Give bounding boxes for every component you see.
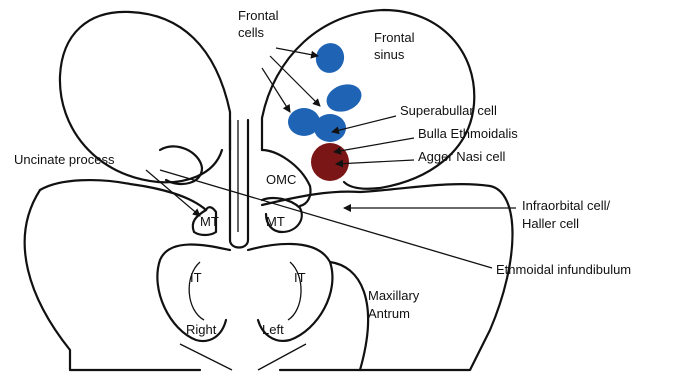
label-maxillary-antrum-2: Antrum — [368, 306, 410, 321]
label-it-right: IT — [190, 270, 202, 285]
label-mt-right: MT — [200, 214, 219, 229]
left-nasal-floor — [258, 344, 306, 370]
frontal-cell-4 — [314, 114, 346, 142]
arrow-uncinate-process — [146, 170, 200, 216]
label-maxillary-antrum-1: Maxillary — [368, 288, 420, 303]
nasal-septum-outline — [230, 120, 248, 248]
frontal-cell-1 — [312, 39, 349, 77]
label-agger-nasi-cell: Agger Nasi cell — [418, 149, 506, 164]
label-superabullar-cell: Superabullar cell — [400, 103, 497, 118]
label-bulla-ethmoidalis: Bulla Ethmoidalis — [418, 126, 518, 141]
arrow-frontal-cells-a — [262, 68, 290, 112]
label-frontal-sinus-1: Frontal — [374, 30, 415, 45]
label-omc: OMC — [266, 172, 296, 187]
label-frontal-cells-1: Frontal — [238, 8, 279, 23]
right-nasal-floor — [180, 344, 232, 370]
label-frontal-sinus-2: sinus — [374, 47, 405, 62]
arrow-bulla-ethmoidalis — [334, 138, 414, 152]
arrow-frontal-cells-b — [270, 56, 320, 106]
right-uncinate-lobule — [160, 146, 202, 184]
label-right: Right — [186, 322, 217, 337]
label-frontal-cells-2: cells — [238, 25, 265, 40]
label-mt-left: MT — [266, 214, 285, 229]
label-ethmoidal-infundibulum: Ethmoidal infundibulum — [496, 262, 631, 277]
frontal-cell-2 — [323, 80, 366, 117]
agger-nasi-cell-fill — [311, 143, 349, 181]
maxillary-antrum-wall — [330, 262, 368, 370]
label-infraorbital-cell-1: Infraorbital cell/ — [522, 198, 611, 213]
label-it-left: IT — [294, 270, 306, 285]
label-left: Left — [262, 322, 284, 337]
label-uncinate-process: Uncinate process — [14, 152, 115, 167]
left-inferior-turbinate — [248, 244, 332, 341]
label-infraorbital-cell-2: Haller cell — [522, 216, 579, 231]
